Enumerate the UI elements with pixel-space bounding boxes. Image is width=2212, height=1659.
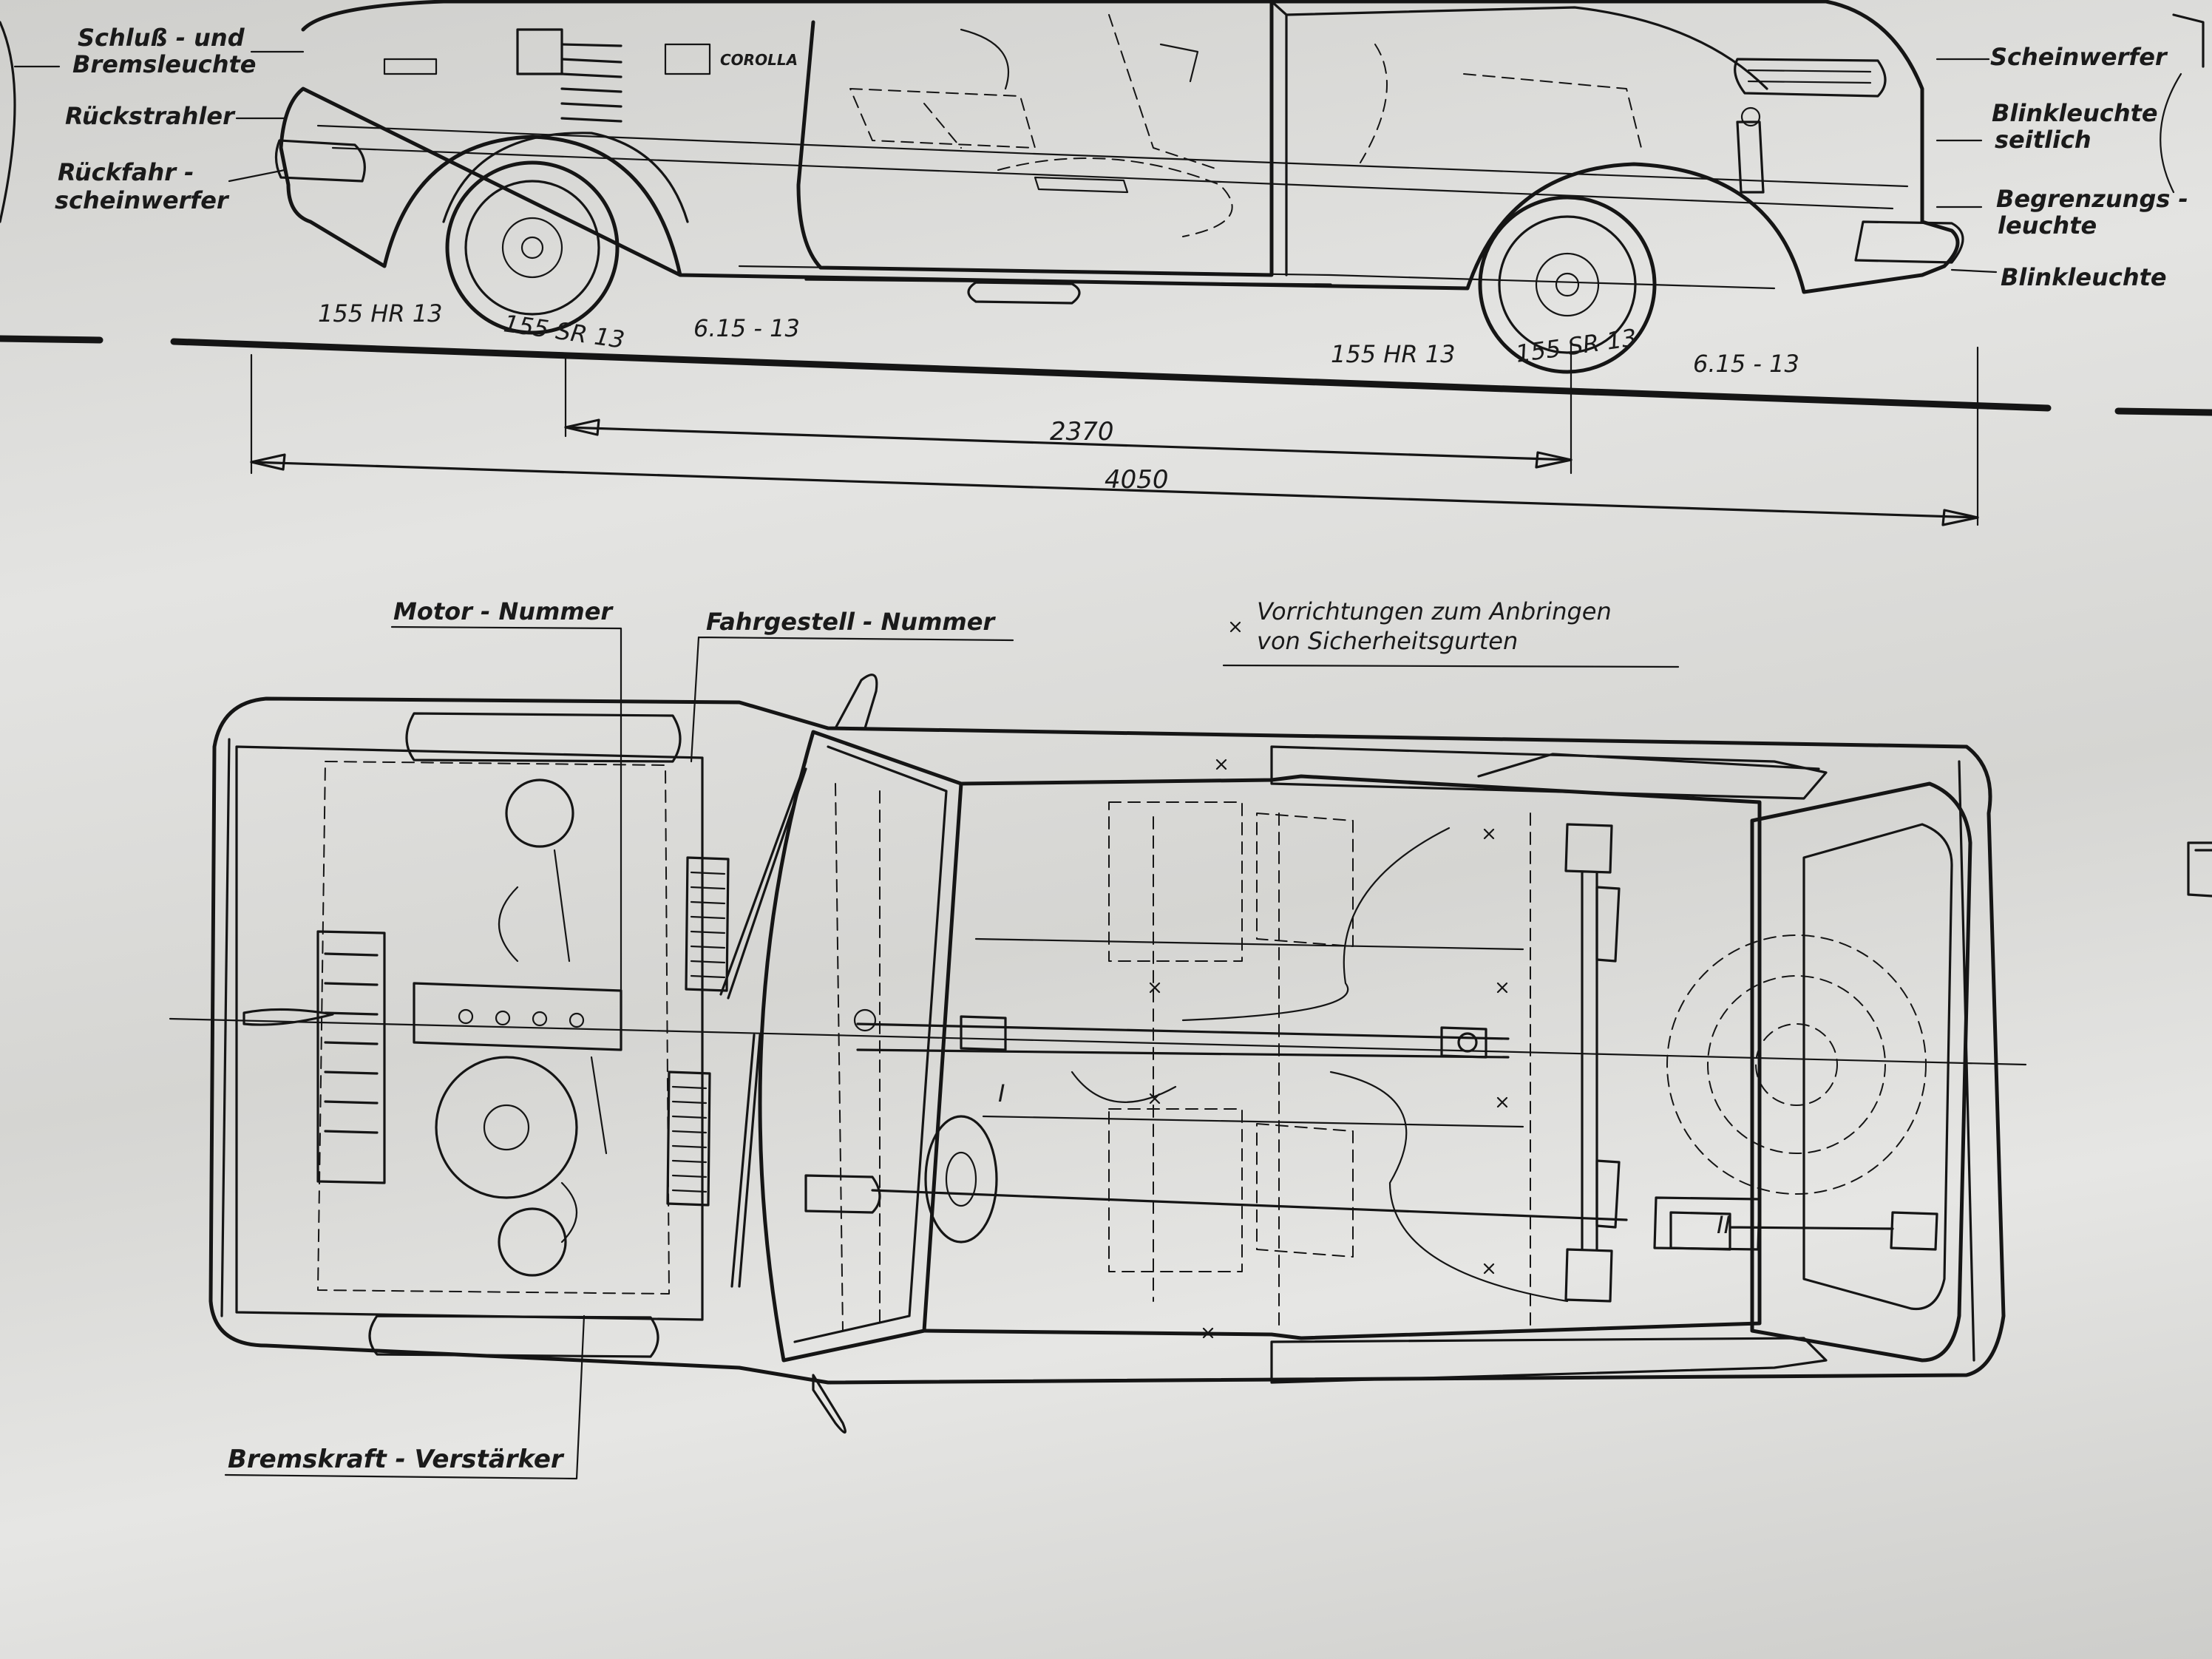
rear-axle [1564,823,1613,1303]
rear-hatch [1750,781,1972,1363]
top-leader-lines [224,621,1680,1480]
engine [316,778,622,1277]
label-motor-nummer: Motor - Nummer [393,597,614,625]
tire-front-rim: 6.15 - 13 [1693,350,1799,378]
label-begrenzung-line1: Begrenzungs - [1996,185,2188,213]
label-begrenzung-line2: leuchte [1998,211,2097,240]
top-body-outline [208,696,2006,1385]
label-schluss-line2: Bremsleuchte [72,50,256,78]
label-bremskraft-verstaerker: Bremskraft - Verstärker [228,1445,565,1474]
wiper-upper [719,760,807,1000]
engine-bay [235,745,704,1321]
label-fahrgestell-nummer: Fahrgestell - Nummer [706,608,996,636]
top-view-labels: Motor - Nummer Fahrgestell - Nummer Vorr… [228,597,1612,1474]
label-gurt-line2: von Sicherheitsgurten [1257,627,1518,655]
tire-front-hr: 155 HR 13 [1331,340,1455,368]
side-vent [1734,58,1887,98]
belt-anchor-marks [1149,759,1508,1339]
side-labels-right: Scheinwerfer Blinkleuchte seitlich Begre… [1990,43,2188,291]
wheelbase-dimension-line [564,426,1573,461]
side-labels-left: Schluß - und Bremsleuchte Rückstrahler R… [55,24,256,214]
steering-wheel [924,1115,998,1244]
mirror-right [812,1374,847,1434]
rear-spring [560,43,622,123]
corolla-badge: COROLLA [720,51,798,69]
wheelbase-value: 2370 [1050,417,1114,447]
label-rueckfahr-line2: scheinwerfer [55,186,230,214]
tire-rear-rim: 6.15 - 13 [693,314,800,342]
tire-rear-hr: 155 HR 13 [318,299,442,328]
label-rueckstrahler: Rückstrahler [65,102,236,130]
label-blinkleuchte-seitlich-line2: seitlich [1995,126,2091,154]
roof-outline [922,774,1762,1340]
dimension-lines: 2370 4050 [250,339,1979,526]
label-rueckfahr-line1: Rückfahr - [58,158,194,186]
side-door [796,0,1274,277]
rear-bumper [274,139,366,183]
label-schluss-line1: Schluß - und [78,24,245,52]
side-view: COROLLA [0,0,2212,416]
top-view: I II [169,674,2212,1434]
exhaust-line [871,1189,1938,1251]
roman-numeral-two: II [1717,1211,1731,1239]
driveshaft [856,1022,1510,1059]
front-bumper [1854,220,1964,264]
windscreen [758,730,963,1363]
label-blinkleuchte-seitlich-line1: Blinkleuchte [1992,99,2158,127]
label-blinkleuchte: Blinkleuchte [2001,263,2167,291]
label-scheinwerfer: Scheinwerfer [1990,43,2168,71]
ground-line [0,335,2212,416]
label-gurt-line1: Vorrichtungen zum Anbringen [1257,597,1612,625]
tire-rear-sr: 155 SR 13 [502,309,626,354]
tire-labels: 155 HR 13 155 SR 13 6.15 - 13 155 HR 13 … [318,299,1799,378]
tire-front-sr: 155 SR 13 [1514,323,1638,368]
rear-wheel [442,132,689,335]
length-value: 4050 [1105,465,1169,495]
wiper-lower [730,1034,761,1288]
roman-numeral-one: I [998,1079,1005,1107]
spare-wheel [1666,934,1927,1195]
exhaust-silencer [804,278,1332,305]
side-leader-lines [13,50,1998,274]
mirror-left [834,674,878,730]
length-dimension-line [250,461,1979,519]
